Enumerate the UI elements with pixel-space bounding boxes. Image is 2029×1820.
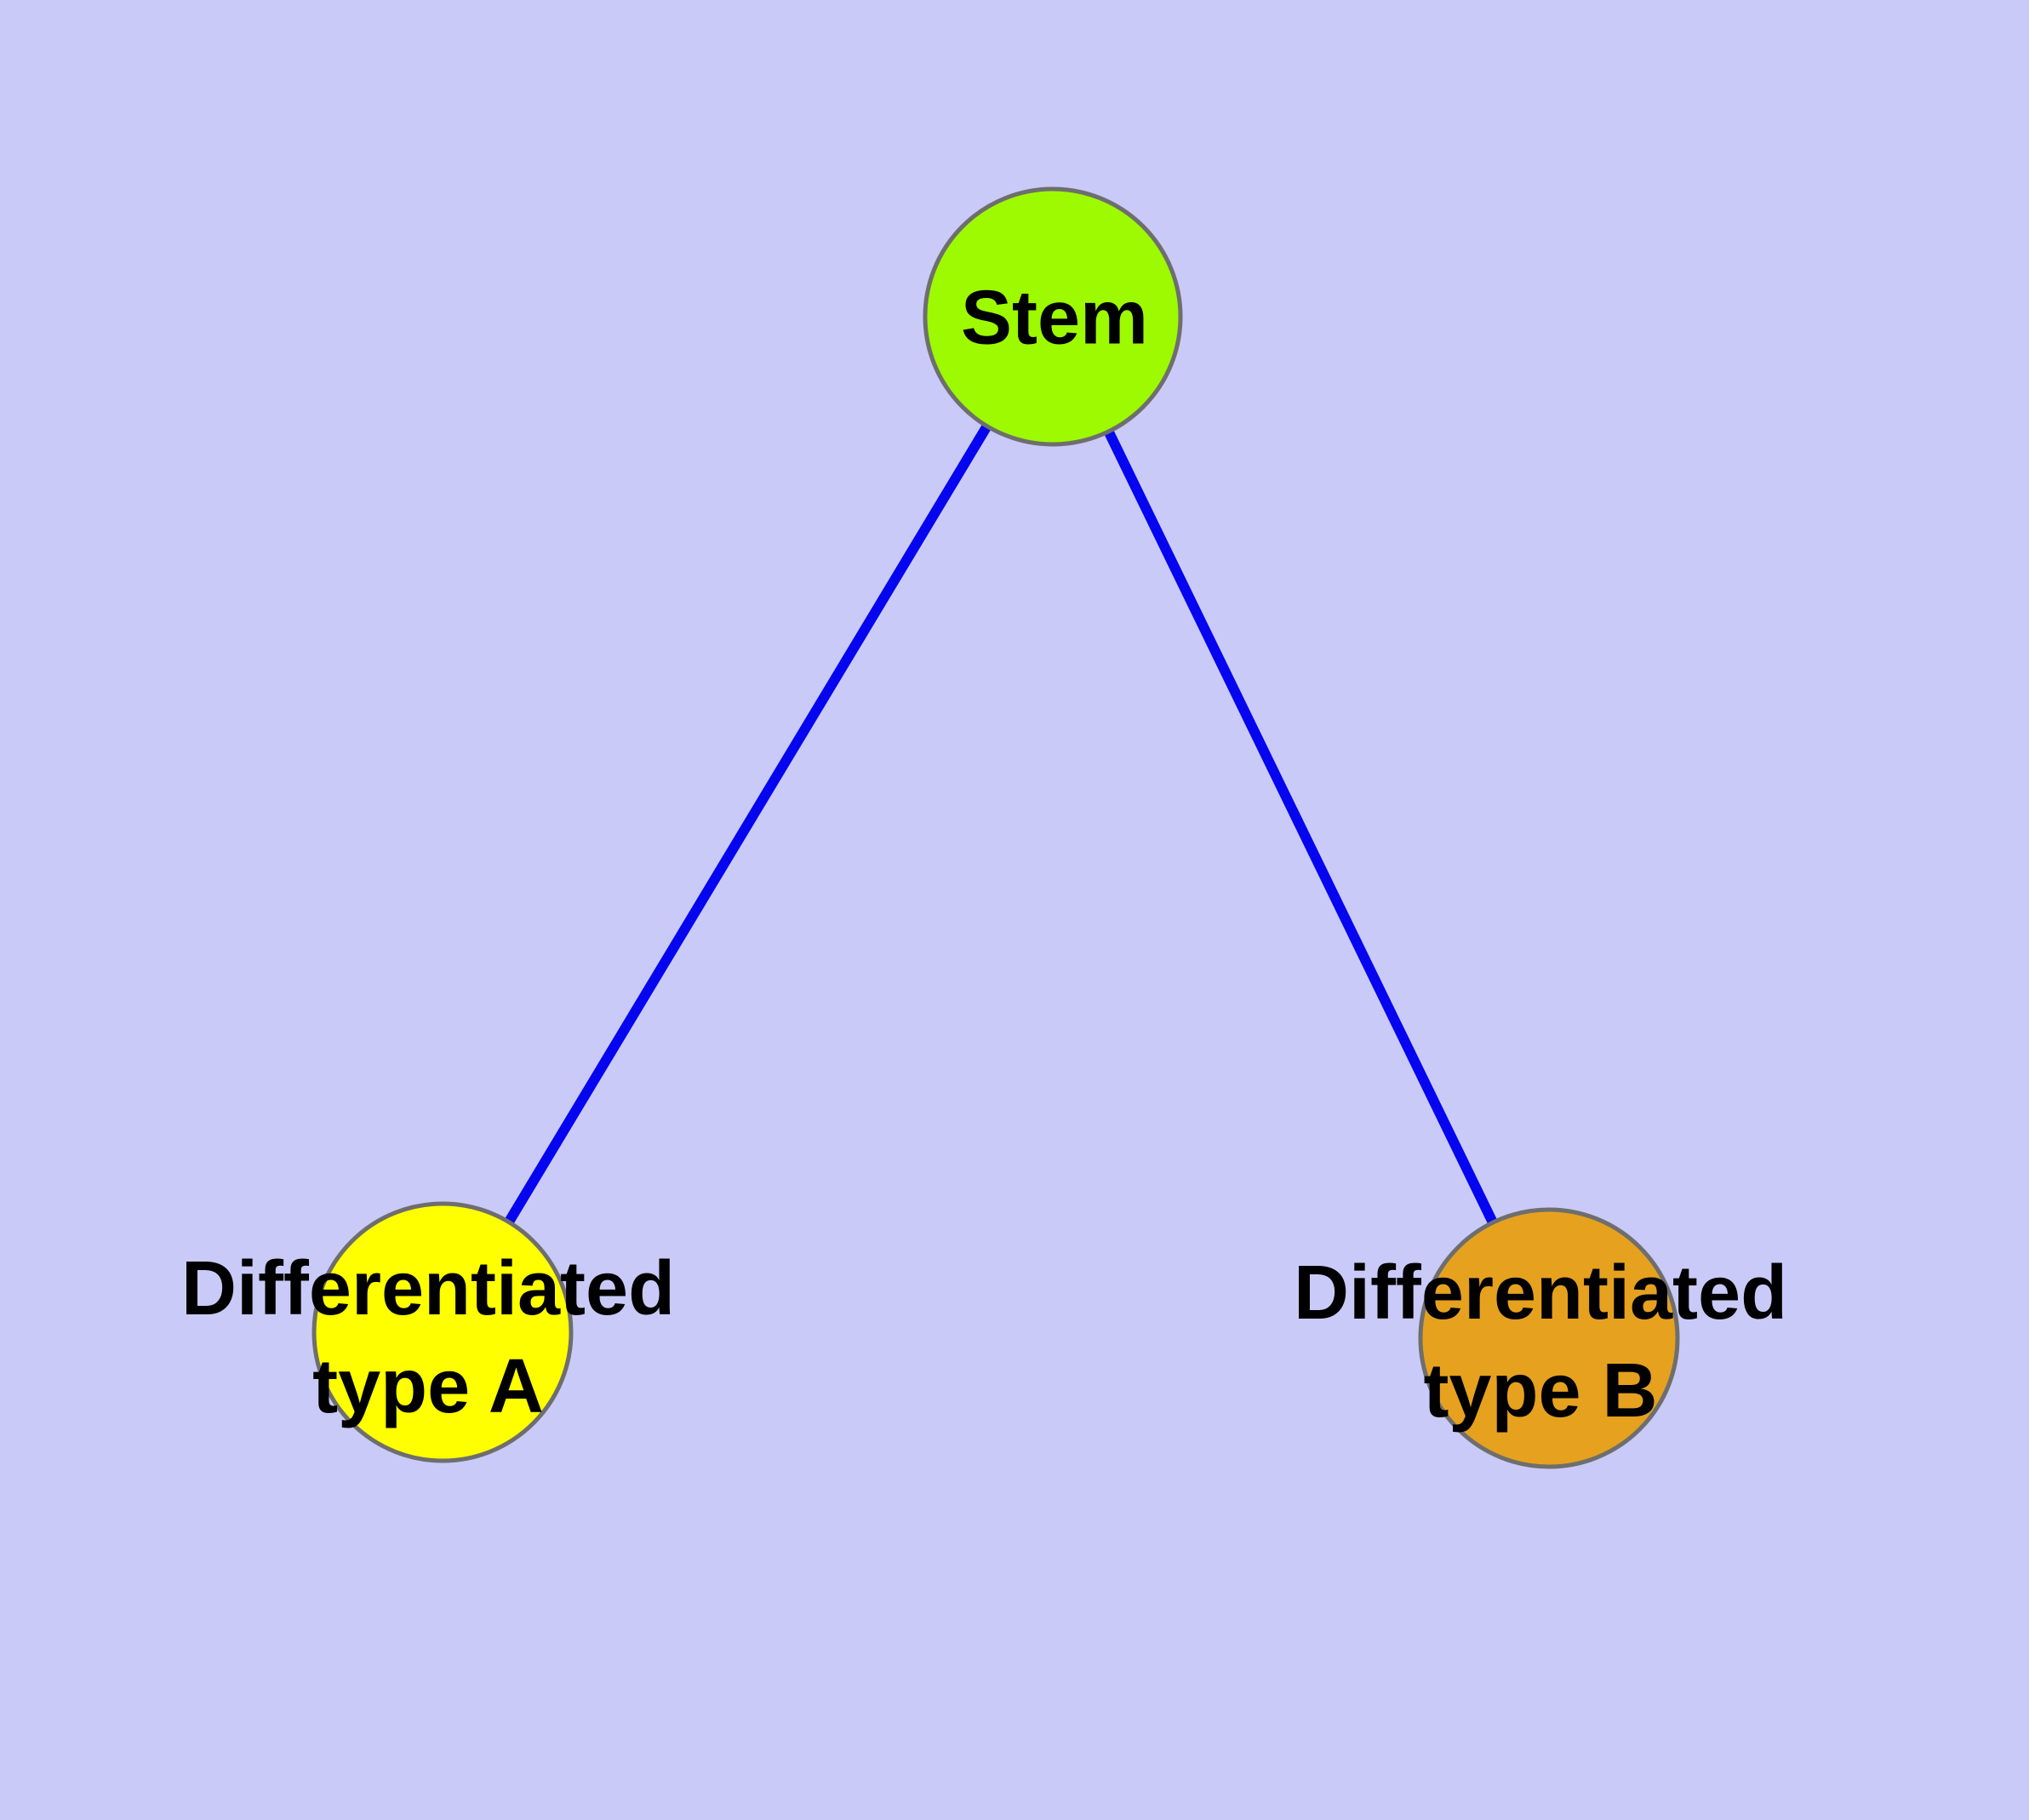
node-stem-label: Stem xyxy=(961,269,1148,367)
node-differentiated-type-b-circle xyxy=(1418,1207,1680,1469)
node-differentiated-type-b-label-line-1: Differentiated xyxy=(1293,1250,1788,1336)
node-differentiated-type-b-label: Differentiated type B xyxy=(1294,1245,1787,1440)
node-differentiated-type-a-label-line-1: Differentiated xyxy=(180,1245,676,1331)
node-differentiated-type-a-label: Differentiated type A xyxy=(181,1240,675,1436)
node-differentiated-type-a-circle xyxy=(311,1201,574,1463)
node-differentiated-type-a-label-line-2: type A xyxy=(312,1344,544,1429)
edge-stem-to-differentiated-type-b xyxy=(1048,314,1554,1341)
edge-stem-to-differentiated-type-a xyxy=(437,313,1058,1336)
node-stem-label-line-1: Stem xyxy=(960,275,1149,361)
node-differentiated-type-b-label-line-2: type B xyxy=(1423,1348,1658,1434)
node-stem-circle xyxy=(923,186,1183,447)
